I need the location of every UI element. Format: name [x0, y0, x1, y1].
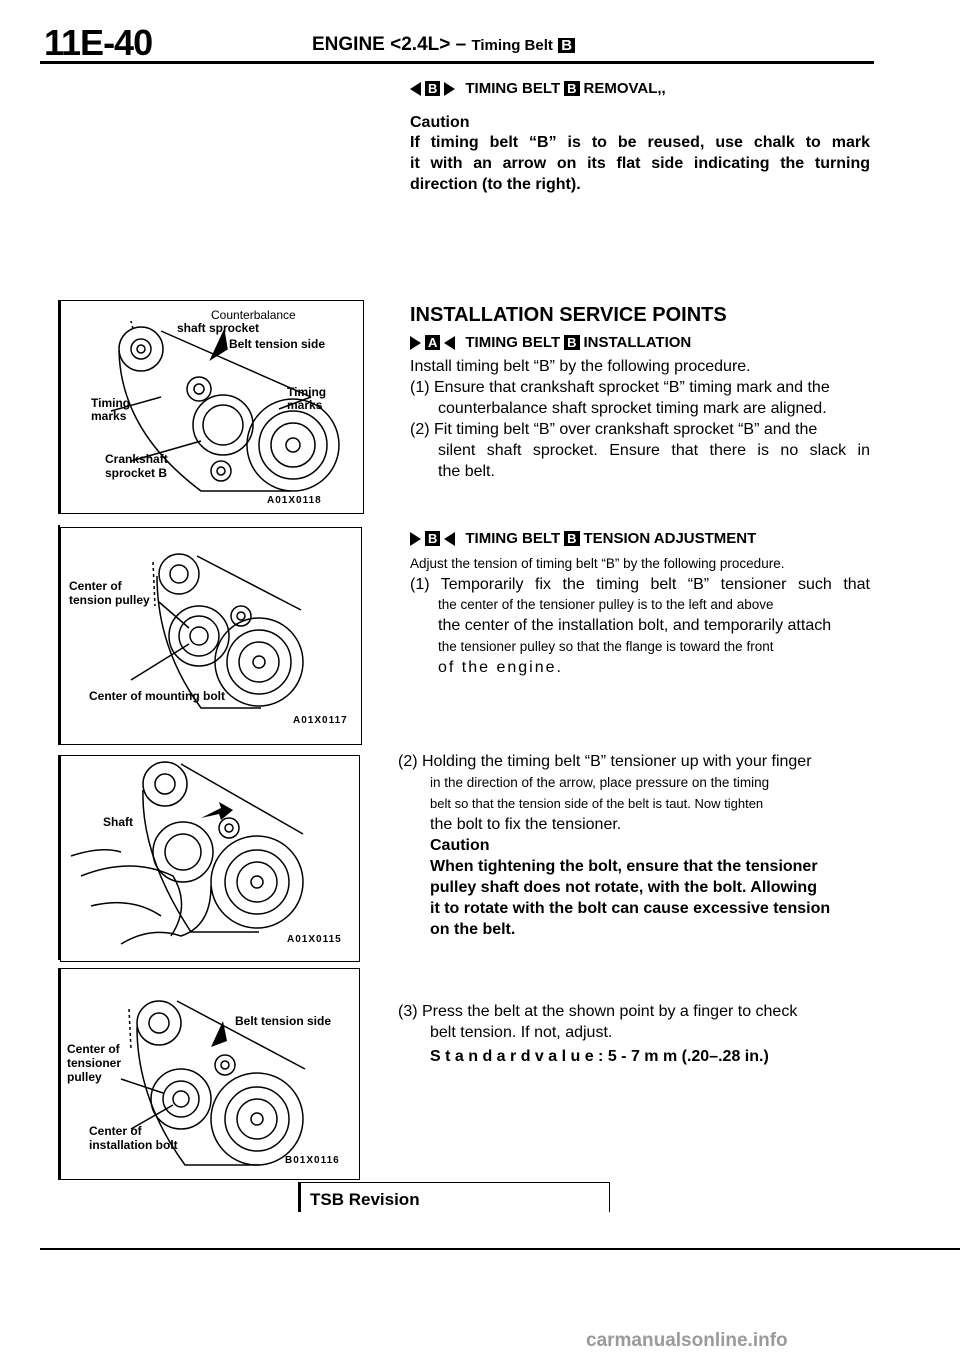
tension-step2-line-3: belt so that the tension side of the bel… [430, 796, 764, 811]
fig1-code: A01X0118 [267, 495, 322, 506]
marker-right-icon [410, 335, 421, 350]
fig1-label-3: Timing [91, 396, 131, 410]
figure-4-drawing [120, 1000, 306, 1166]
header-engine: <2.4L> [390, 34, 451, 55]
figure-tension-pulley: Center of tension pulley Center of mount… [60, 527, 362, 745]
header-topic-letter: B [558, 38, 576, 53]
fig1-label-8: sprocket B [105, 466, 168, 480]
fig2-label-0: Center of [69, 579, 122, 593]
header-dash: – [455, 34, 467, 55]
fig4-code: B01X0116 [285, 1155, 340, 1166]
tsb-revision-label: TSB Revision [310, 1190, 420, 1209]
marker-left-icon [410, 81, 421, 96]
fig1-label-1: shaft sprocket [177, 321, 260, 335]
fig2-label-1: tension pulley [69, 593, 150, 607]
footer-rule [40, 1248, 960, 1250]
left-rule [58, 300, 60, 514]
tension-caution-title: Caution [430, 837, 490, 854]
removal-caution-line-3: direction (to the right). [410, 176, 581, 193]
tension-heading-post: TENSION ADJUSTMENT [583, 530, 757, 547]
removal-heading: B TIMING BELT B REMOVAL,, [410, 80, 666, 97]
fig1-label-7: Crankshaft [105, 452, 168, 466]
install-marker: A [425, 335, 441, 350]
tension-heading-letter: B [564, 531, 580, 546]
tension-marker: B [425, 531, 441, 546]
tension-step1-line-5: of the engine. [438, 659, 563, 676]
fig4-label-2: tensioner [67, 1056, 122, 1070]
fig4-label-0: Belt tension side [235, 1014, 332, 1028]
fig3-label-0: Shaft [103, 815, 133, 829]
fig4-label-5: installation bolt [89, 1138, 178, 1152]
install-step2-line-3: the belt. [438, 463, 495, 480]
standard-value: S t a n d a r d v a l u e : 5 - 7 m m (.… [430, 1048, 769, 1065]
fig4-label-4: Center of [89, 1124, 142, 1138]
tension-step3-line-2: belt tension. If not, adjust. [430, 1024, 613, 1041]
marker-right-icon [410, 531, 421, 546]
page-number: 11E-40 [44, 22, 153, 63]
install-heading: A TIMING BELT B INSTALLATION [410, 334, 691, 351]
removal-marker: B [425, 81, 441, 96]
fig1-label-2: Belt tension side [229, 337, 326, 351]
tension-step1-line-2: the center of the tensioner pulley is to… [438, 597, 774, 612]
figure-belt-tension-side: Belt tension side Center of tensioner pu… [60, 968, 360, 1180]
fig1-label-5: Timing [287, 385, 327, 399]
tension-caution-line-3: it to rotate with the bolt can cause exc… [430, 900, 831, 917]
tension-heading: B TIMING BELT B TENSION ADJUSTMENT [410, 530, 756, 547]
tension-caution-line-1: When tightening the bolt, ensure that th… [430, 858, 818, 875]
removal-heading-letter: B [564, 81, 580, 96]
removal-caution-title: Caution [410, 114, 470, 131]
header-topic: Timing Belt [471, 37, 553, 54]
fig1-label-0: Counterbalance [211, 308, 296, 322]
fig3-code: A01X0115 [287, 934, 342, 945]
header-section: ENGINE [312, 34, 385, 55]
left-rule [58, 755, 60, 960]
marker-right-icon [444, 81, 456, 96]
removal-heading-post: REMOVAL,, [583, 80, 666, 97]
removal-heading-pre: TIMING BELT [465, 80, 561, 97]
install-intro: Install timing belt “B” by the following… [410, 358, 751, 375]
install-step2-line-2: silent shaft sprocket. Ensure that there… [438, 442, 870, 459]
install-heading-post: INSTALLATION [583, 334, 692, 351]
removal-caution-line-1: If timing belt “B” is to be reused, use … [410, 134, 870, 151]
figure-3-drawing [70, 761, 304, 945]
tension-caution-line-2: pulley shaft does not rotate, with the b… [430, 879, 817, 896]
tension-step2-line-2: in the direction of the arrow, place pre… [430, 775, 770, 790]
tension-heading-pre: TIMING BELT [465, 530, 561, 547]
figure-hand-tension: Shaft A01X0115 [60, 755, 360, 962]
fig2-code: A01X0117 [293, 715, 348, 726]
tsb-revision-box [298, 1182, 610, 1212]
tension-step1-line-3: the center of the installation bolt, and… [438, 617, 832, 634]
marker-left-icon [444, 531, 456, 546]
watermark: carmanualsonline.info [586, 1330, 788, 1351]
install-step1-line-1: (1) Ensure that crankshaft sprocket “B” … [410, 379, 830, 396]
install-heading-letter: B [564, 335, 580, 350]
install-step2-line-1: (2) Fit timing belt “B” over crankshaft … [410, 421, 818, 438]
fig2-label-2: Center of mounting bolt [89, 689, 225, 703]
header-rule [40, 61, 874, 64]
left-rule [58, 968, 60, 1180]
fig1-label-6: marks [287, 398, 323, 412]
tension-step2-line-4: the bolt to fix the tensioner. [430, 816, 622, 833]
install-heading-pre: TIMING BELT [465, 334, 561, 351]
tension-step2-line-1: (2) Holding the timing belt “B” tensione… [398, 753, 812, 770]
page-header-title: ENGINE <2.4L> – Timing Belt B [312, 34, 576, 56]
install-step1-line-2: counterbalance shaft sprocket timing mar… [438, 400, 827, 417]
tension-step1-line-1: (1) Temporarily fix the timing belt “B” … [410, 576, 870, 593]
fig4-label-1: Center of [67, 1042, 120, 1056]
fig1-label-4: marks [91, 409, 127, 423]
marker-left-icon [444, 335, 456, 350]
tension-step1-line-4: the tensioner pulley so that the flange … [438, 639, 774, 654]
installation-title: INSTALLATION SERVICE POINTS [410, 304, 727, 326]
left-rule [58, 525, 60, 745]
figure-crank-sprocket: Counterbalance shaft sprocket Belt tensi… [60, 300, 364, 514]
figure-1-drawing [110, 320, 340, 492]
fig4-label-3: pulley [67, 1070, 102, 1084]
tension-intro: Adjust the tension of timing belt “B” by… [410, 556, 785, 571]
figure-2-drawing [130, 553, 304, 709]
removal-caution-line-2: it with an arrow on its flat side indica… [410, 155, 870, 172]
tension-step3-line-1: (3) Press the belt at the shown point by… [398, 1003, 798, 1020]
tension-caution-line-4: on the belt. [430, 921, 516, 938]
